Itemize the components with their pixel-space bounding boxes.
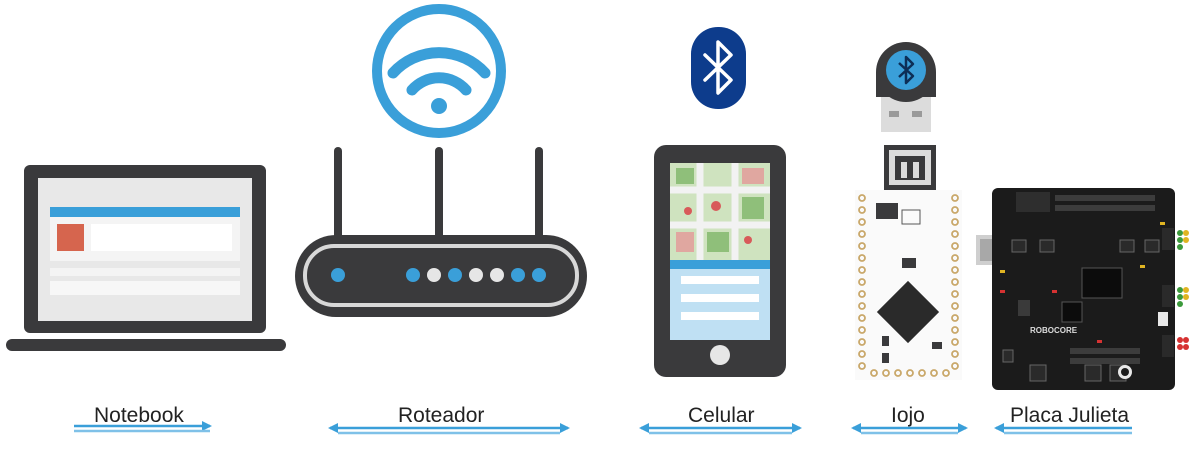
label-roteador: Roteador [398, 404, 485, 427]
board-brand: ROBOCORE [1030, 326, 1078, 335]
microcontroller-board-icon: ROBOCORE [976, 188, 1189, 390]
arrow-placa-julieta [994, 423, 1132, 435]
arrow-notebook [74, 421, 212, 433]
laptop-icon [6, 165, 286, 351]
arrow-roteador [328, 423, 570, 435]
arrow-celular [639, 423, 802, 435]
label-notebook: Notebook [94, 404, 184, 427]
arrow-iojo [851, 423, 968, 435]
connection-arrows [74, 421, 1132, 435]
label-placa-julieta: Placa Julieta [1010, 404, 1130, 427]
bluetooth-icon [691, 27, 746, 109]
router-icon [295, 147, 587, 317]
smartphone-icon [654, 145, 786, 377]
label-celular: Celular [688, 404, 755, 427]
wifi-icon [372, 4, 506, 138]
usb-board-icon [855, 145, 962, 380]
bluetooth-dongle-icon [876, 42, 936, 132]
label-iojo: Iojo [891, 404, 925, 427]
